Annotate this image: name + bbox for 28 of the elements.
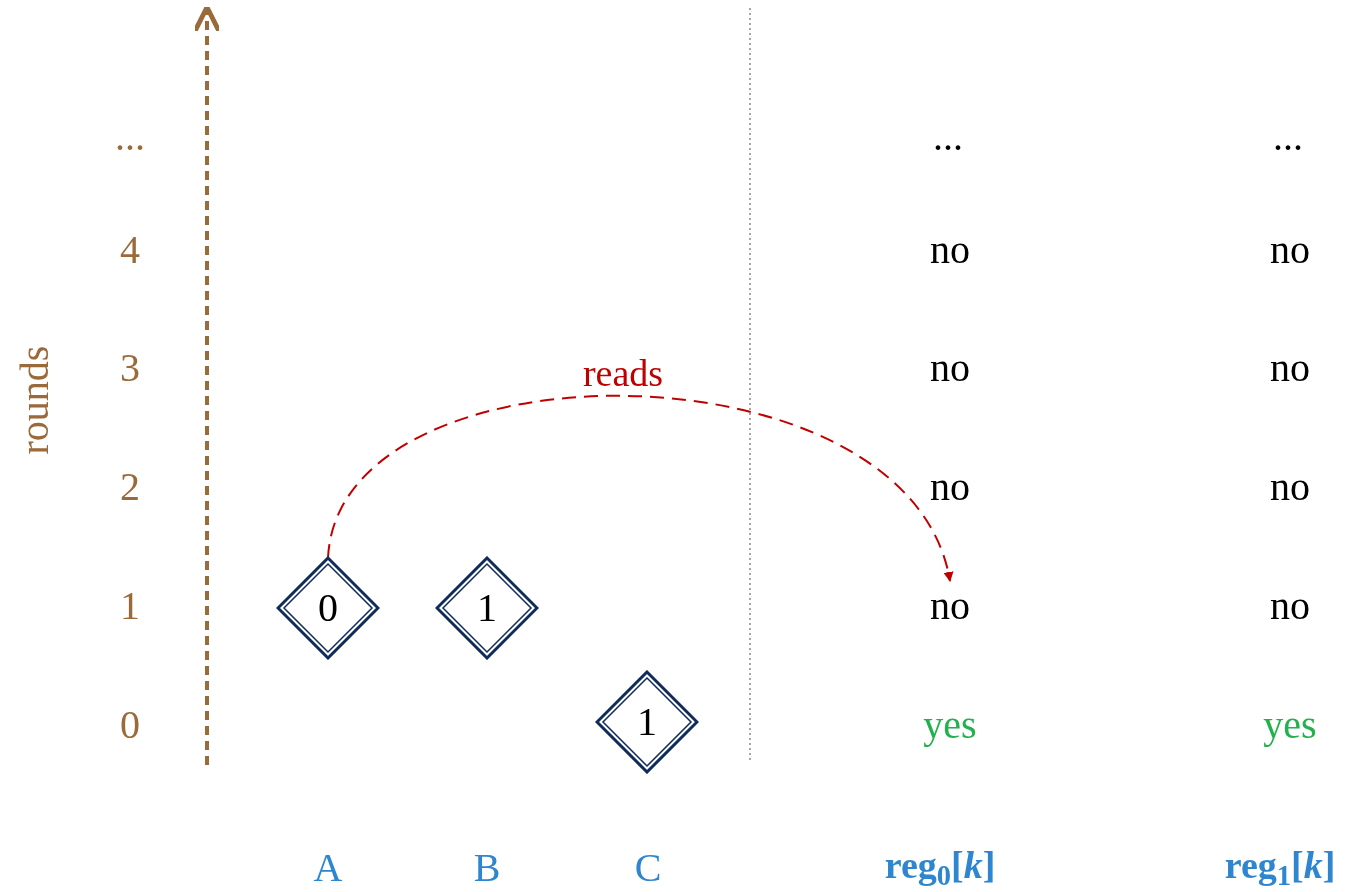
column-label: C (634, 848, 662, 888)
column-label: B (473, 848, 501, 888)
column-label: reg$_{0}$[k] (884, 846, 996, 884)
round-number: 1 (120, 586, 140, 626)
round-number: 3 (120, 348, 140, 388)
column-label: A (313, 848, 343, 888)
cell-text: yes (1263, 705, 1317, 745)
curved-arrow (327, 394, 952, 582)
cell-text: no (1270, 230, 1310, 270)
decision-diamond: 1 (435, 556, 539, 660)
column-label: reg$_{1}$[k] (1224, 846, 1336, 884)
cell-text: no (1270, 467, 1310, 507)
round-number: ... (115, 117, 145, 157)
round-number: 4 (120, 230, 140, 270)
axis-label: rounds (15, 345, 55, 455)
cell-text: ... (933, 117, 963, 157)
round-number: 2 (120, 467, 140, 507)
cell-text: no (930, 230, 970, 270)
cell-text: no (925, 583, 975, 629)
cell-text: yes (923, 705, 977, 745)
cell-text: no (930, 348, 970, 388)
cell-text: no (1270, 586, 1310, 626)
cell-text: no (1270, 348, 1310, 388)
round-number: 0 (120, 705, 140, 745)
cell-text: ... (1273, 117, 1303, 157)
cell-text: no (930, 467, 970, 507)
decision-diamond: 0 (276, 556, 380, 660)
decision-diamond: 1 (595, 670, 699, 774)
